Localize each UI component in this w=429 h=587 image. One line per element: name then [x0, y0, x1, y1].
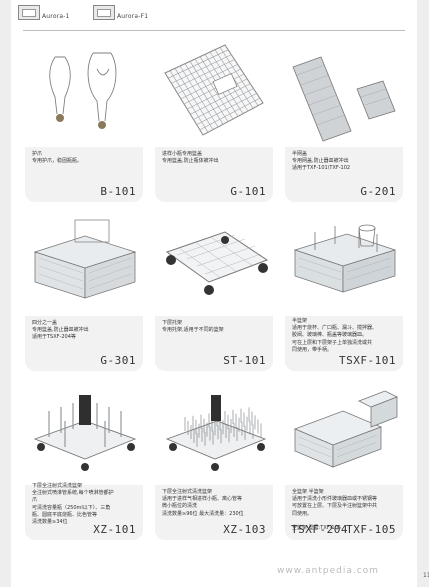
product-text-line: 专用托架,适用于不同的篮架 — [162, 327, 224, 334]
product-code: ST-101 — [223, 354, 266, 367]
page-number: 11 — [423, 572, 429, 579]
product-text-line: 全注射式喷淋管系统,每个喷淋管都护 — [32, 490, 114, 497]
grid-wire — [196, 93, 257, 125]
product-card-st101[interactable]: 下层托架 专用托架,适用于不同的篮架 ST-101 — [155, 208, 273, 371]
product-description: 下层全注射式清洗篮架 全注射式喷淋管系统,每个喷淋管都护 爪 可清洗容量瓶（25… — [32, 483, 137, 526]
product-text-line: 适用于清洗小形件玻璃器皿或不锈钢等 — [292, 496, 378, 503]
product-image — [285, 208, 403, 316]
product-text-line: 适用于进样气相进样小瓶、离心管等 — [162, 496, 243, 503]
page-header: Aurora-1 Aurora-F1 — [11, 0, 417, 33]
watermark-text: www.antpedia.com — [277, 566, 379, 576]
product-title: 全篮架 半篮架 — [292, 489, 324, 495]
product-title: 四分之一盖 — [32, 320, 58, 326]
product-text-line: 适用于烧杯、广口瓶、漏斗、搅拌器、 — [292, 325, 378, 332]
product-code: G-201 — [360, 185, 396, 198]
product-title: 进样小瓶专用篮盖 — [162, 151, 203, 157]
product-text-line: 适用于TSXF-204等 — [32, 334, 76, 341]
product-text-line: 爪 — [32, 497, 38, 504]
product-code-secondary: TXF-105 — [346, 523, 396, 536]
product-code: TSXF-101 — [339, 354, 396, 367]
product-text-line: 专用护爪，稳固瓶瓶。 — [32, 158, 83, 165]
product-card-b101[interactable]: 护爪 专用护爪，稳固瓶瓶。 B-101 — [25, 39, 143, 202]
product-description: 进样小瓶专用篮盖 专用篮盖,防止瓶体被冲出 — [162, 151, 267, 165]
product-title: 下层全注射式清洗篮架 — [162, 489, 213, 495]
product-code: XZ-101 — [93, 523, 136, 536]
product-text-line: 专用网盖,防止器皿被冲出 — [292, 158, 349, 165]
product-image — [155, 377, 273, 485]
product-text-line: 适用于TXF-101\TXF-102 — [292, 165, 351, 172]
product-title: 护爪 — [32, 151, 43, 157]
product-card-tsxf101[interactable]: 半篮架 适用于烧杯、广口瓶、漏斗、搅拌器、 胶阀、玻璃棒、瓶盖等玻璃器皿。 可在… — [285, 208, 403, 371]
product-description: 下层托架 专用托架,适用于不同的篮架 — [162, 320, 267, 334]
header-divider — [23, 30, 405, 31]
product-text-line: 同使用。 — [292, 510, 313, 517]
grid-wire — [219, 47, 259, 106]
product-code: XZ-103 — [223, 523, 266, 536]
product-card-tsxf204[interactable]: 全篮架 半篮架 适用于清洗小形件玻璃器皿或不锈钢等 可放置在上层、下层及半注射篮… — [285, 377, 403, 540]
product-card-g201[interactable]: 半网盖 专用网盖,防止器皿被冲出 适用于TXF-101\TXF-102 G-20… — [285, 39, 403, 202]
product-thumbnail — [18, 5, 40, 20]
product-card-xz101[interactable]: 下层全注射式清洗篮架 全注射式喷淋管系统,每个喷淋管都护 爪 可清洗容量瓶（25… — [25, 377, 143, 540]
product-text-line: 可在上层和下层架子上单独清洗或共 — [292, 339, 373, 346]
product-code: G-101 — [230, 185, 266, 198]
product-title: 下层全注射式清洗篮架 — [32, 483, 83, 489]
header-left-label: Aurora-1 — [42, 13, 70, 20]
product-code: B-101 — [100, 185, 136, 198]
product-thumbnail — [93, 5, 115, 20]
product-text-line: 瓶、圆底平底烧瓶、比色管等 — [32, 511, 98, 518]
product-text-line: 可清洗容量瓶（250ml以下）、三角 — [32, 504, 111, 511]
product-text-line: 专用篮盖,防止瓶体被冲出 — [162, 158, 219, 165]
product-image — [25, 208, 143, 316]
product-code: TSXF-204 — [291, 523, 348, 536]
header-right-label: Aurora-F1 — [117, 13, 149, 20]
product-text-line: 胶阀、玻璃棒、瓶盖等玻璃器皿。 — [292, 332, 368, 339]
product-description: 半网盖 专用网盖,防止器皿被冲出 适用于TXF-101\TXF-102 — [292, 151, 397, 173]
product-text-line: 全篮架 型号:TXF-105 — [292, 525, 341, 532]
product-image — [285, 39, 403, 147]
product-title: 半篮架 — [292, 318, 308, 324]
product-card-xz103[interactable]: 下层全注射式清洗篮架 适用于进样气相进样小瓶、离心管等 微小瓶位的清洗 清洗数量… — [155, 377, 273, 540]
product-text-line: 可放置在上层、下层及半注射篮架中共 — [292, 503, 378, 510]
product-title: 下层托架 — [162, 320, 183, 326]
product-text-line: 同使用，带手柄。 — [292, 346, 333, 353]
product-description: 半篮架 适用于烧杯、广口瓶、漏斗、搅拌器、 胶阀、玻璃棒、瓶盖等玻璃器皿。 可在… — [292, 318, 397, 354]
product-title: 半网盖 — [292, 151, 308, 157]
product-image — [285, 377, 403, 485]
product-description: 全篮架 半篮架 适用于清洗小形件玻璃器皿或不锈钢等 可放置在上层、下层及半注射篮… — [292, 489, 397, 532]
product-text-line: 清洗数量≥34位 — [32, 519, 68, 526]
product-image — [155, 39, 273, 147]
grid-wire — [199, 97, 260, 131]
product-description: 下层全注射式清洗篮架 适用于进样气相进样小瓶、离心管等 微小瓶位的清洗 清洗数量… — [162, 489, 267, 518]
product-image — [25, 377, 143, 485]
product-code: G-301 — [100, 354, 136, 367]
product-text-line: 清洗数量≥96位 最大清洗量：230位 — [162, 510, 244, 517]
product-image — [155, 208, 273, 316]
product-description: 四分之一盖 专用篮盖,防止器皿被冲出 适用于TSXF-204等 — [32, 320, 137, 342]
product-text-line: 专用篮盖,防止器皿被冲出 — [32, 327, 89, 334]
product-description: 护爪 专用护爪，稳固瓶瓶。 — [32, 151, 137, 165]
product-image — [25, 39, 143, 147]
product-card-g101[interactable]: 进样小瓶专用篮盖 专用篮盖,防止瓶体被冲出 G-101 — [155, 39, 273, 202]
catalog-page: Aurora-1 Aurora-F1 护爪 — [11, 0, 429, 587]
product-card-g301[interactable]: 四分之一盖 专用篮盖,防止器皿被冲出 适用于TSXF-204等 G-301 — [25, 208, 143, 371]
product-text-line: 微小瓶位的清洗 — [162, 503, 198, 510]
